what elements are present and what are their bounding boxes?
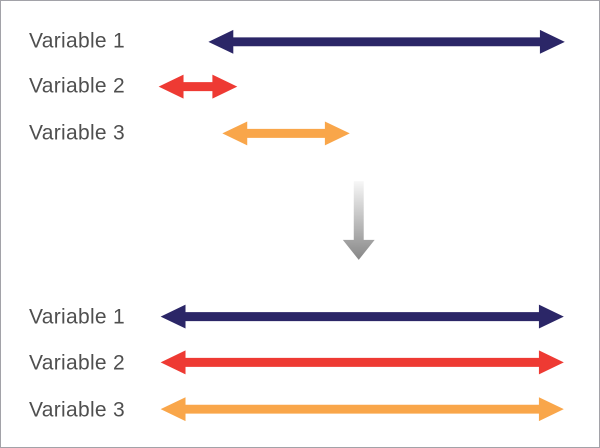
after-variable-2-label: Variable 2 (29, 351, 126, 375)
after-variable-2-range-arrow (160, 350, 564, 375)
after-variable-1-label: Variable 1 (29, 305, 126, 329)
before-variable-3-range-arrow (222, 121, 350, 146)
after-variable-3-range-arrow (160, 397, 564, 422)
before-variable-2-range-arrow (158, 74, 238, 99)
after-variable-1-range-arrow (160, 304, 564, 329)
after-variable-3-label: Variable 3 (29, 398, 126, 422)
before-variable-3-label: Variable 3 (29, 121, 126, 145)
before-variable-2-label: Variable 2 (29, 74, 126, 98)
before-variable-1-range-arrow (208, 29, 565, 54)
transform-down-arrow (342, 181, 375, 260)
before-variable-1-label: Variable 1 (29, 29, 126, 53)
